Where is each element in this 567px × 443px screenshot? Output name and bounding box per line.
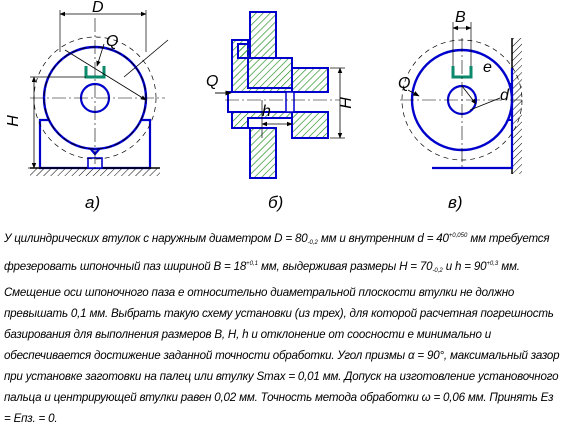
dim-e-label-c: e xyxy=(483,59,492,76)
dim-h-label-b: h xyxy=(262,103,271,120)
fixture-schemes-drawing xyxy=(28,10,523,179)
view-b-scheme xyxy=(215,11,345,179)
view-a-caption: а) xyxy=(85,193,101,212)
v-block-base-hatch xyxy=(30,168,160,176)
dim-D-label: D xyxy=(92,0,104,16)
dim-H-label-b: H xyxy=(337,97,355,109)
B-tolerance: +0,1 xyxy=(246,261,258,267)
problem-statement: У цилиндрических втулок с наружным диаме… xyxy=(4,232,560,425)
dim-Q-label-c: Q xyxy=(398,75,411,92)
view-b-caption: б) xyxy=(268,193,284,212)
d-tolerance: +0,050 xyxy=(448,233,468,239)
h-tolerance: +0,3 xyxy=(486,261,499,267)
dim-H-label-a: H xyxy=(4,115,22,127)
dim-Q-label-b: Q xyxy=(206,73,219,90)
H-tolerance: -0,2 xyxy=(432,268,443,274)
view-c-caption: в) xyxy=(448,193,463,212)
sleeve-section-top xyxy=(291,67,329,93)
dim-Q-label-a: Q xyxy=(106,33,119,50)
keyway-slot xyxy=(84,66,106,79)
view-a-scheme xyxy=(28,10,169,176)
dim-d-label-c: d xyxy=(500,87,509,104)
alpha-symbol: α xyxy=(407,349,415,362)
locating-pin xyxy=(227,91,293,113)
D-tolerance: -0,2 xyxy=(307,240,318,246)
view-c-scheme xyxy=(400,22,523,174)
sleeve-section-bottom xyxy=(291,111,329,139)
omega-symbol: ω xyxy=(421,391,431,404)
dim-B-label-c: B xyxy=(455,9,466,26)
